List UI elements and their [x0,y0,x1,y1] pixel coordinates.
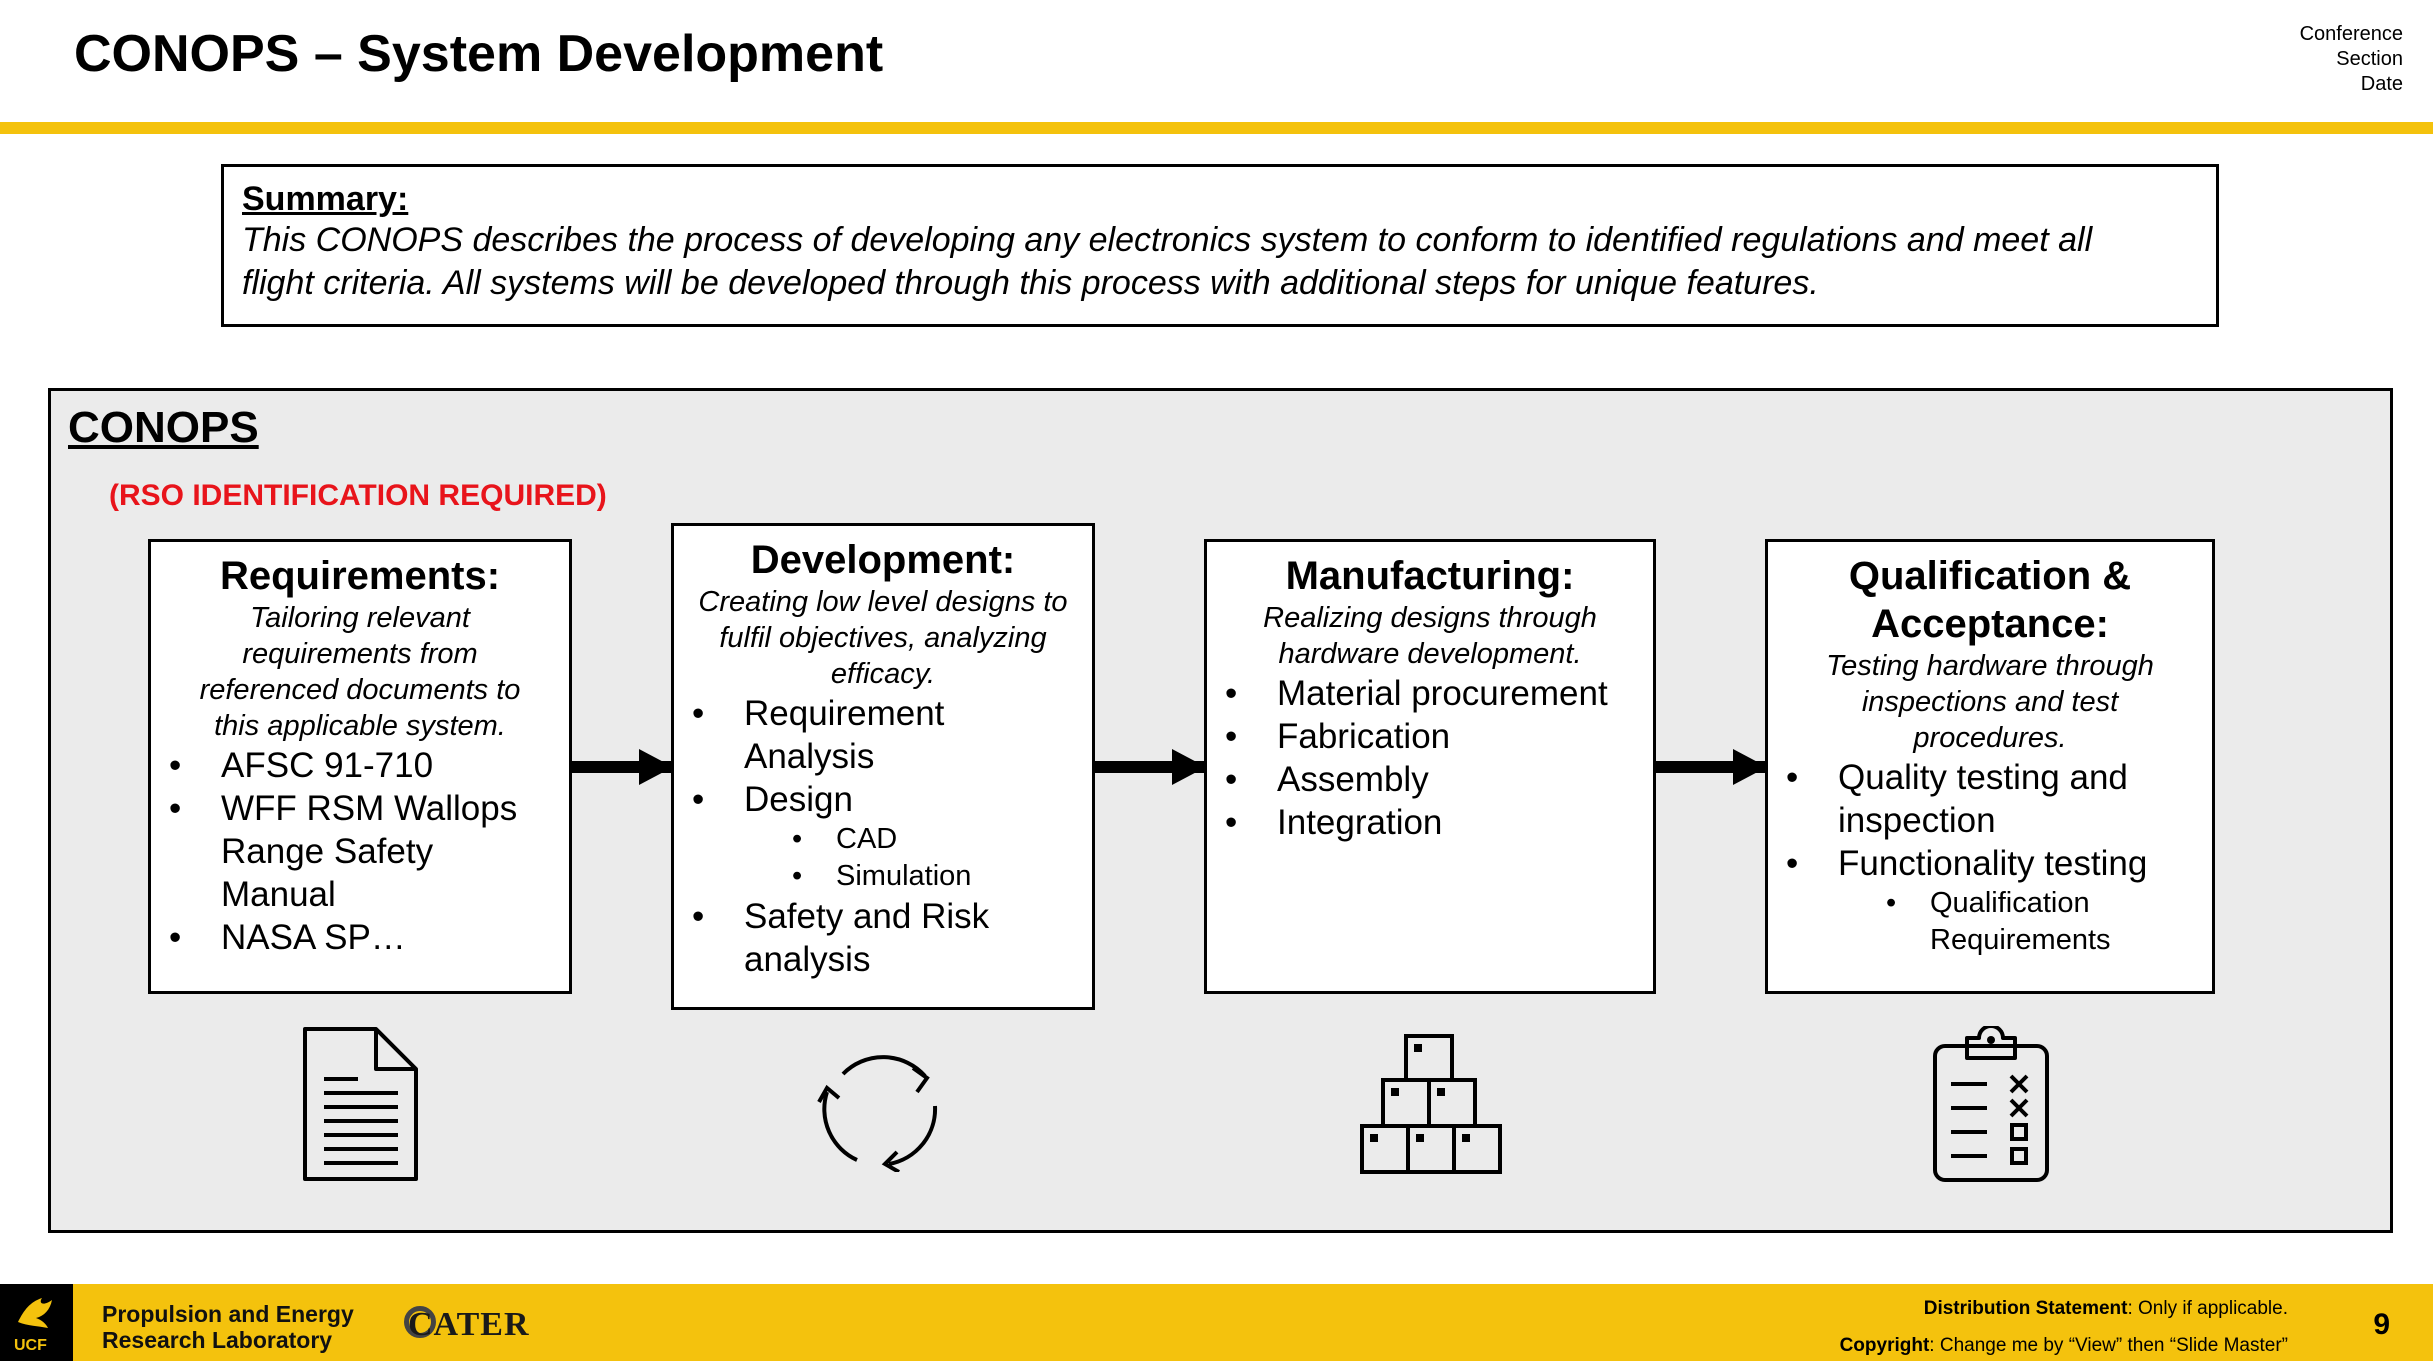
page-number: 9 [2373,1308,2390,1341]
distribution-statement: Distribution Statement: Only if applicab… [1924,1298,2288,1320]
distribution-text: : Only if applicable. [2127,1298,2288,1319]
flow-arrow-right [1656,749,1767,785]
page-title: CONOPS – System Development [74,25,884,83]
copyright-text: : Change me by “View” then “Slide Master… [1929,1335,2288,1356]
refresh-cycle-icon [817,1055,938,1172]
stage-title: Qualification & Acceptance: [1848,554,2132,646]
meta-conference: Conference [2299,23,2403,45]
rso-note: (RSO IDENTIFICATION REQUIRED) [109,479,607,512]
flow-arrow-right [1095,749,1206,785]
copyright-label: Copyright [1839,1335,1930,1356]
clipboard-checklist-icon [1933,1026,2049,1182]
list-item: Functionality testing [1780,842,2200,885]
lab-name-line-1: Propulsion and Energy [102,1301,354,1327]
stage-title: Requirements: [219,554,501,598]
list-item: Design [686,778,1080,821]
header-divider [0,122,2433,134]
stage-description: Tailoring relevant requirements from ref… [199,602,521,742]
list-item: Fabrication [1219,715,1641,758]
cater-logo: CATER [408,1306,530,1343]
list-item: Safety and Risk analysis [686,895,1080,981]
list-item: AFSC 91-710 [163,744,557,787]
stage-development: Development: Creating low level designs … [671,523,1095,1010]
summary-heading: Summary: [242,180,409,218]
sub-list-item: CAD [686,821,1080,858]
list-item: Assembly [1219,758,1641,801]
sub-list-item: Qualification Requirements [1780,885,2200,959]
stage-title: Development: [750,538,1016,582]
flow-arrow-right [572,749,673,785]
document-icon [303,1027,418,1181]
meta-section: Section [2336,48,2403,70]
copyright-statement: Copyright: Change me by “View” then “Sli… [1840,1335,2288,1357]
conops-title: CONOPS [68,403,259,452]
cater-logo-mark [404,1306,436,1338]
pegasus-icon [18,1298,52,1328]
stage-list: Material procurement Fabrication Assembl… [1219,672,1641,844]
stage-list: Requirement Analysis Design CAD Simulati… [686,692,1080,981]
summary-line-1: This CONOPS describes the process of dev… [242,221,2093,259]
ucf-logo: UCF [0,1284,73,1361]
ucf-label: UCF [14,1337,47,1354]
summary-box: Summary: This CONOPS describes the proce… [221,164,2219,327]
stage-list: AFSC 91-710 WFF RSM Wallops Range Safety… [163,744,557,959]
footer-bar: UCF Propulsion and Energy Research Labor… [0,1284,2433,1361]
stage-manufacturing: Manufacturing: Realizing designs through… [1204,539,1656,994]
list-item: Material procurement [1219,672,1641,715]
sub-list-item: Simulation [686,858,1080,895]
stage-description: Testing hardware through inspections and… [1826,650,2154,754]
list-item: NASA SP… [163,916,557,959]
summary-line-2: flight criteria. All systems will be dev… [242,264,1819,302]
stage-description: Realizing designs through hardware devel… [1263,602,1597,670]
stage-requirements: Requirements: Tailoring relevant require… [148,539,572,994]
stage-title: Manufacturing: [1285,554,1575,598]
list-item: Quality testing and inspection [1780,756,2200,842]
stage-list: Quality testing and inspection Functiona… [1780,756,2200,959]
stacked-boxes-icon [1360,1034,1502,1174]
lab-name-line-2: Research Laboratory [102,1327,333,1353]
stage-description: Creating low level designs to fulfil obj… [698,586,1068,690]
list-item: Requirement Analysis [686,692,1080,778]
lab-name: Propulsion and Energy Research Laborator… [102,1301,354,1353]
list-item: WFF RSM Wallops Range Safety Manual [163,787,557,916]
distribution-label: Distribution Statement [1923,1298,2128,1319]
slide-meta: Conference Section Date [2300,22,2403,97]
meta-date: Date [2360,73,2403,95]
stage-qualification-acceptance: Qualification & Acceptance: Testing hard… [1765,539,2215,994]
list-item: Integration [1219,801,1641,844]
